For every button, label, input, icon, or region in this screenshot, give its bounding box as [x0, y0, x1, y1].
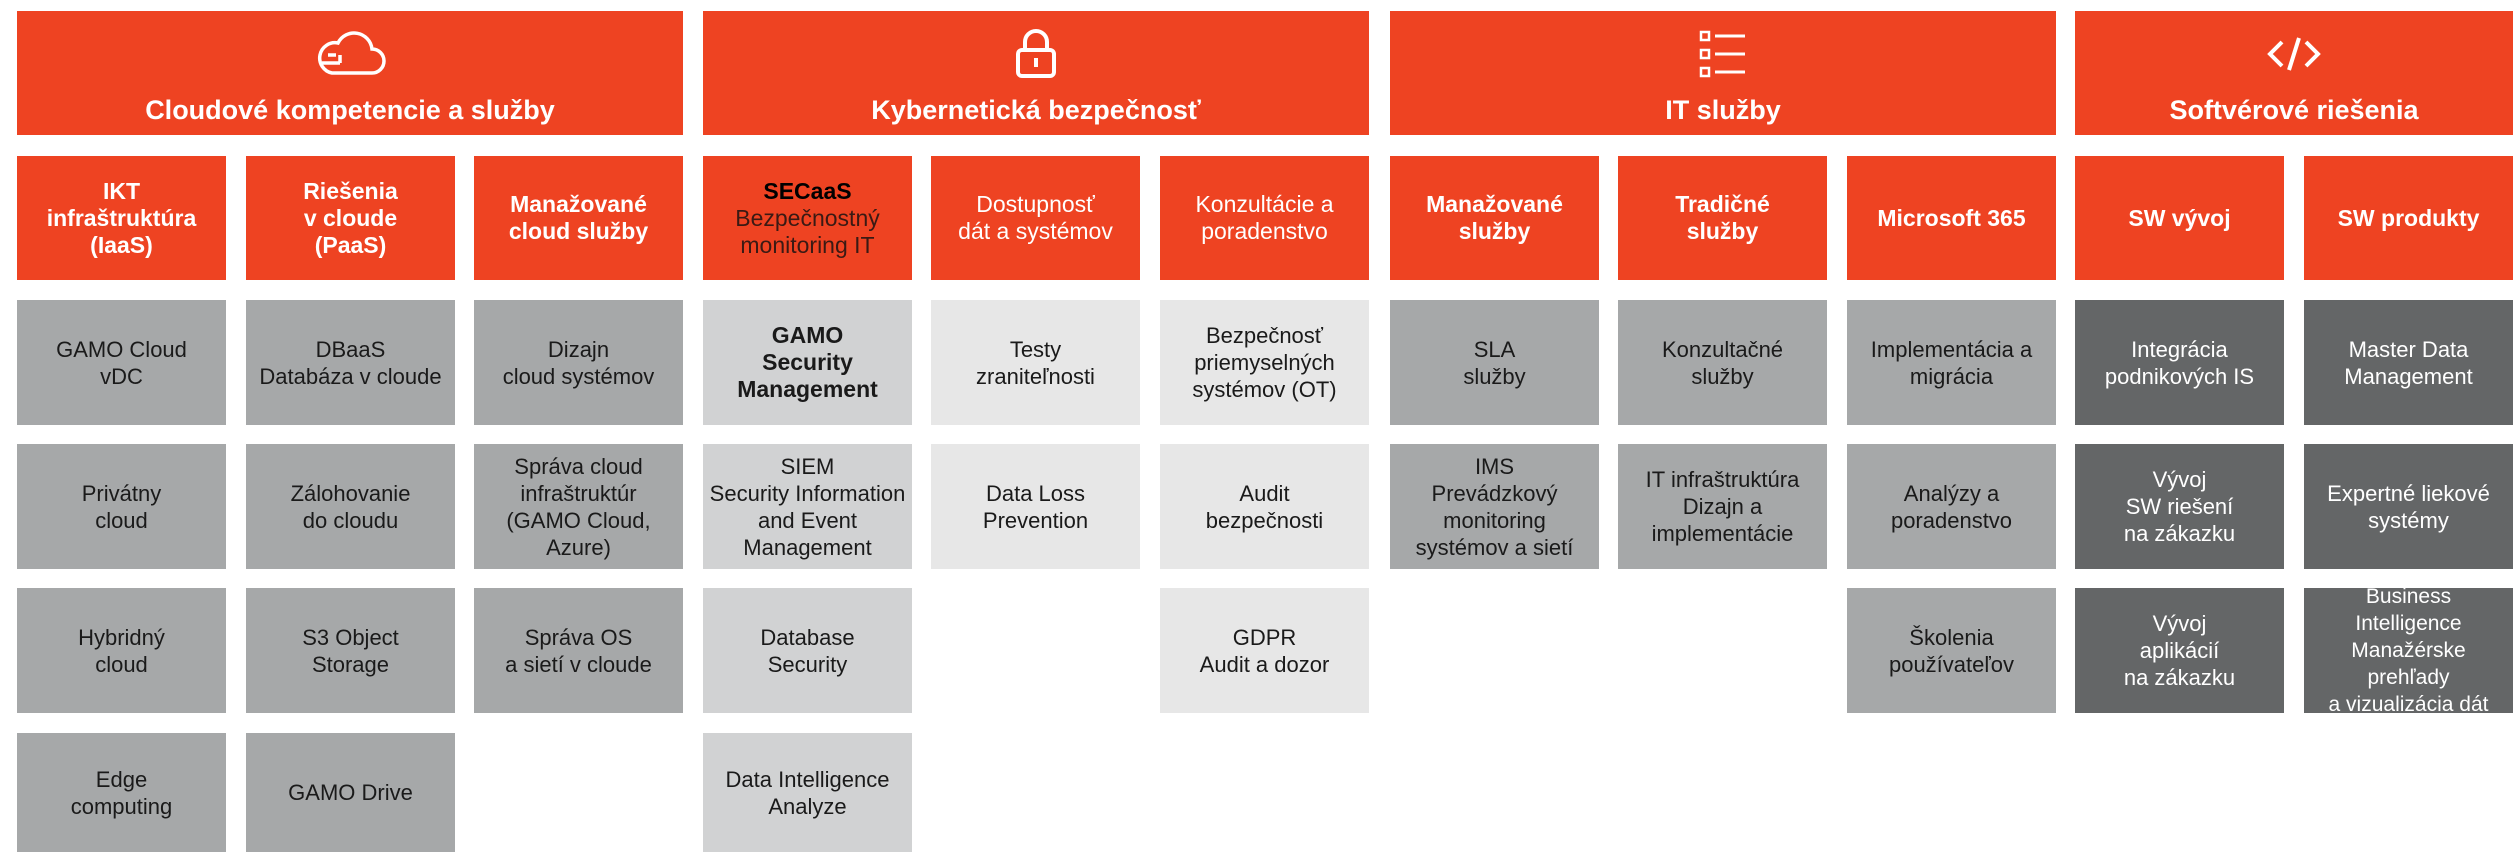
item-data-intelligence: Data Intelligence Analyze	[703, 733, 912, 852]
item-siem: SIEM Security Information and Event Mana…	[703, 444, 912, 569]
item-ot-security: Bezpečnosť priemyselných systémov (OT)	[1160, 300, 1369, 425]
category-title: Softvérové riešenia	[2169, 95, 2419, 125]
item-master-data: Master Data Management	[2304, 300, 2513, 425]
item-consulting-services: Konzultačné služby	[1618, 300, 1827, 425]
item-drug-systems: Expertné liekové systémy	[2304, 444, 2513, 569]
item-edge-computing: Edge computing	[17, 733, 226, 852]
category-security: Kybernetická bezpečnosť	[703, 11, 1369, 135]
item-ims: IMS Prevádzkový monitoring systémov a si…	[1390, 444, 1599, 569]
item-vulnerability-tests: Testy zraniteľnosti	[931, 300, 1140, 425]
item-custom-sw: Vývoj SW riešení na zákazku	[2075, 444, 2284, 569]
category-software: Softvérové riešenia	[2075, 11, 2513, 135]
item-gdpr: GDPR Audit a dozor	[1160, 588, 1369, 713]
item-gamo-cloud-vdc: GAMO Cloud vDC	[17, 300, 226, 425]
item-gamo-security-management: GAMO Security Management	[703, 300, 912, 425]
sub-sw-products: SW produkty	[2304, 156, 2513, 280]
category-title: Kybernetická bezpečnosť	[871, 95, 1201, 125]
item-database-security: Database Security	[703, 588, 912, 713]
item-business-intelligence: Business Intelligence Manažérske prehľad…	[2304, 585, 2513, 716]
item-hybrid-cloud: Hybridný cloud	[17, 588, 226, 713]
item-is-integration: Integrácia podnikových IS	[2075, 300, 2284, 425]
item-cloud-infra-management: Správa cloud infraštruktúr (GAMO Cloud, …	[474, 444, 683, 569]
item-analysis: Analýzy a poradenstvo	[1847, 444, 2056, 569]
item-backup: Zálohovanie do cloudu	[246, 444, 455, 569]
item-gamo-drive: GAMO Drive	[246, 733, 455, 852]
item-s3-storage: S3 Object Storage	[246, 588, 455, 713]
category-title: Cloudové kompetencie a služby	[145, 95, 555, 125]
item-os-management: Správa OS a sietí v cloude	[474, 588, 683, 713]
category-cloud: Cloudové kompetencie a služby	[17, 11, 683, 135]
item-dlp: Data Loss Prevention	[931, 444, 1140, 569]
category-title: IT služby	[1665, 95, 1781, 125]
code-icon	[2266, 25, 2322, 83]
list-icon	[1699, 25, 1747, 83]
item-implementation: Implementácia a migrácia	[1847, 300, 2056, 425]
item-sla: SLA služby	[1390, 300, 1599, 425]
item-it-infrastructure: IT infraštruktúra Dizajn a implementácie	[1618, 444, 1827, 569]
lock-icon	[1014, 25, 1058, 83]
item-training: Školenia používateľov	[1847, 588, 2056, 713]
item-custom-apps: Vývoj aplikácií na zákazku	[2075, 588, 2284, 713]
category-it: IT služby	[1390, 11, 2056, 135]
cloud-icon	[314, 25, 386, 83]
item-cloud-design: Dizajn cloud systémov	[474, 300, 683, 425]
item-security-audit: Audit bezpečnosti	[1160, 444, 1369, 569]
item-private-cloud: Privátny cloud	[17, 444, 226, 569]
sub-m365: Microsoft 365	[1847, 156, 2056, 280]
item-dbaas: DBaaS Databáza v cloude	[246, 300, 455, 425]
sub-sw-dev: SW vývoj	[2075, 156, 2284, 280]
